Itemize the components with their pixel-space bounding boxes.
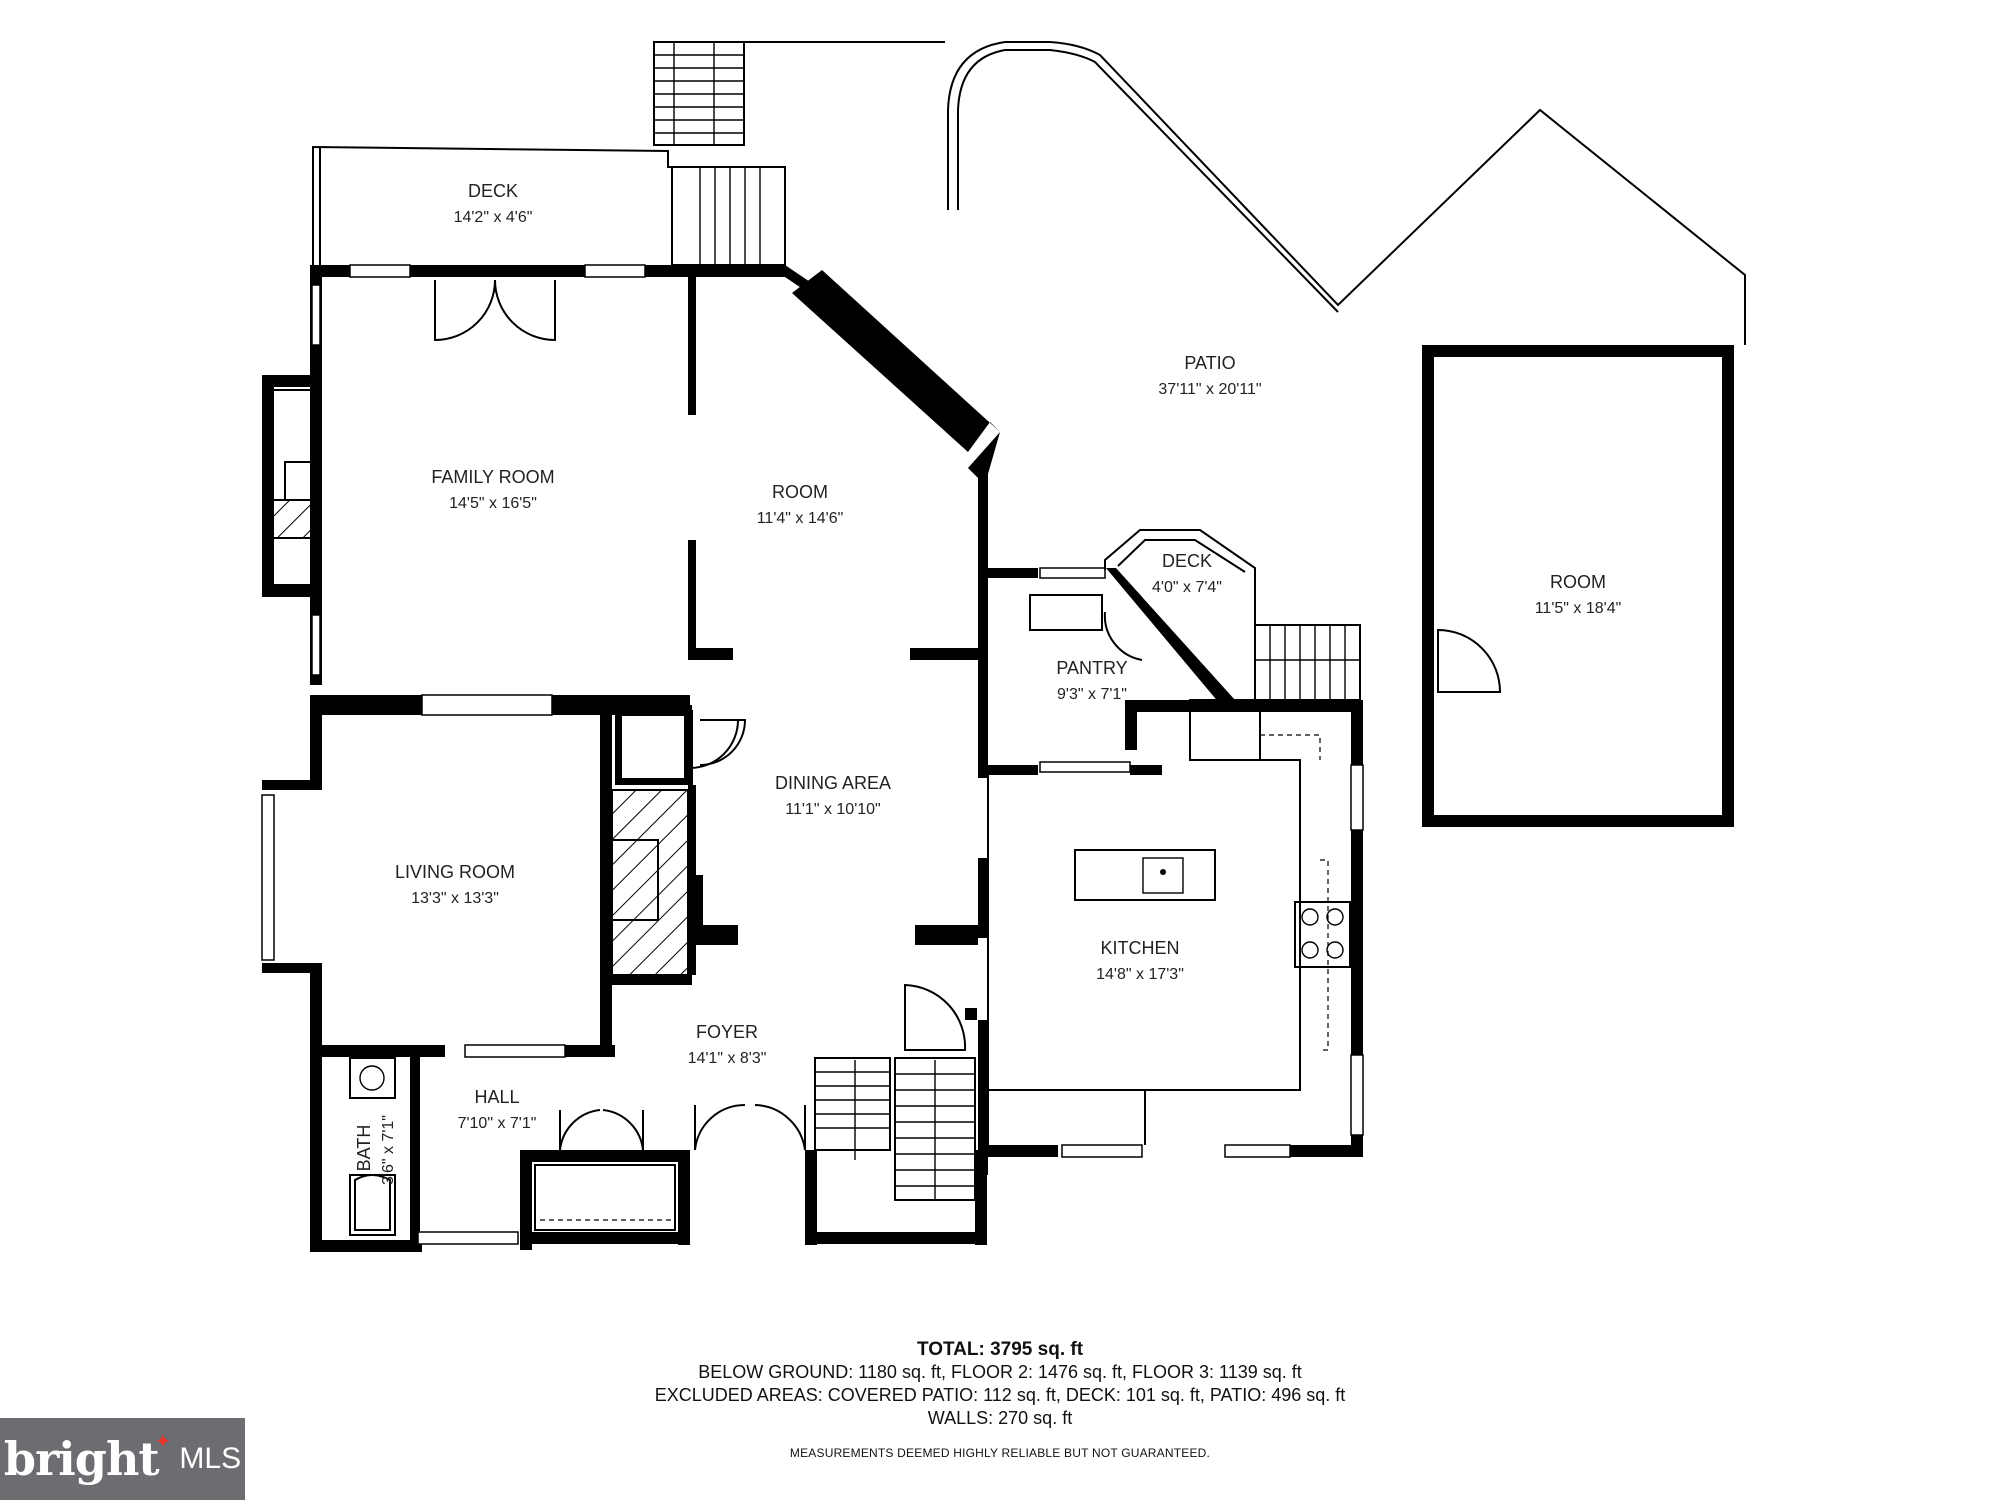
foyer-dims: 14'1" x 8'3": [688, 1050, 767, 1067]
small-deck: [1104, 529, 1256, 625]
disclaimer: MEASUREMENTS DEEMED HIGHLY RELIABLE BUT …: [789, 1446, 1211, 1460]
kitchen-name: KITCHEN: [1100, 938, 1179, 958]
dining-area-dims: 11'1" x 10'10": [785, 801, 880, 818]
room-right-dims: 11'5" x 18'4": [1535, 600, 1622, 617]
family-room-dims: 14'5" x 16'5": [449, 495, 537, 512]
excluded-areas: EXCLUDED AREAS: COVERED PATIO: 112 sq. f…: [654, 1385, 1346, 1405]
room-right-name: ROOM: [1550, 572, 1606, 592]
room-labels: DECK 14'2" x 4'6" PATIO 37'11" x 20'11" …: [354, 181, 1621, 1185]
bright-mls-logo: bright ✦ MLS: [0, 1418, 245, 1500]
logo-suffix: MLS: [179, 1442, 242, 1475]
patio-dims: 37'11" x 20'11": [1158, 381, 1261, 398]
closet: [534, 1164, 676, 1231]
pantry-dims: 9'3" x 7'1": [1057, 686, 1127, 703]
living-room-dims: 13'3" x 13'3": [411, 890, 499, 907]
walls-area: WALLS: 270 sq. ft: [927, 1408, 1073, 1428]
bath-name: BATH: [354, 1125, 374, 1172]
logo-accent-icon: ✦: [154, 1430, 172, 1453]
room-middle-name: ROOM: [772, 482, 828, 502]
hall-name: HALL: [474, 1087, 519, 1107]
foyer-name: FOYER: [696, 1022, 758, 1042]
deck-top-dims: 14'2" x 4'6": [454, 209, 533, 226]
bath-fixtures: [349, 1057, 396, 1236]
floor-areas: BELOW GROUND: 1180 sq. ft, FLOOR 2: 1476…: [698, 1362, 1302, 1382]
deck-top-name: DECK: [468, 181, 518, 201]
room-middle-dims: 11'4" x 14'6": [757, 510, 844, 527]
living-room-name: LIVING ROOM: [395, 862, 515, 882]
total-area: TOTAL: 3795 sq. ft: [916, 1339, 1084, 1360]
family-room-name: FAMILY ROOM: [431, 467, 554, 487]
patio-outline: [745, 41, 1746, 345]
interior-stairs: [814, 624, 1361, 1201]
fireplaces: [269, 389, 689, 976]
windows: [261, 264, 1364, 1245]
bath-dims: 3'6" x 7'1": [380, 1115, 397, 1185]
hall-dims: 7'10" x 7'1": [458, 1115, 537, 1132]
logo-brand: bright: [3, 1432, 160, 1486]
deck-small-dims: 4'0" x 7'4": [1152, 579, 1222, 596]
deck-small-name: DECK: [1162, 551, 1212, 571]
pantry-name: PANTRY: [1056, 658, 1127, 678]
area-summary: TOTAL: 3795 sq. ft BELOW GROUND: 1180 sq…: [0, 1338, 2000, 1460]
doors: [434, 279, 1502, 1151]
patio-name: PATIO: [1184, 353, 1235, 373]
kitchen-fixtures: [987, 594, 1351, 1145]
kitchen-dims: 14'8" x 17'3": [1096, 966, 1184, 983]
dining-area-name: DINING AREA: [775, 773, 891, 793]
upper-deck: [312, 41, 786, 266]
